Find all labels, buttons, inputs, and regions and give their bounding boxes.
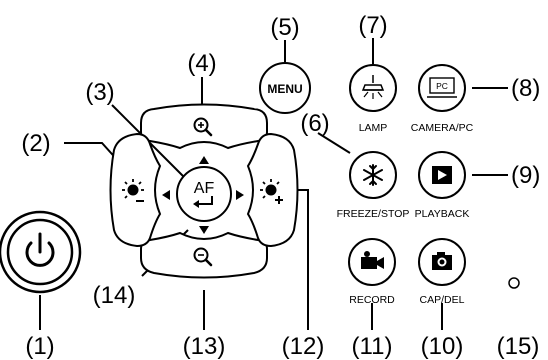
power-button[interactable] [0,210,82,294]
freeze-stop-label: FREEZE/STOP [337,208,410,220]
lamp-label: LAMP [359,122,388,134]
callout-8: (8) [511,75,540,102]
callout-12: (12) [282,333,325,360]
menu-button[interactable]: MENU [259,62,311,114]
zoom-in-icon [193,117,213,137]
camera-pc-label: CAMERA/PC [411,122,474,134]
zoom-out-button[interactable] [140,231,268,279]
camera-icon [432,252,452,270]
lamp-button[interactable] [349,64,397,112]
callout-15: (15) [497,333,540,360]
callout-numbers: (1) (2) (3) (4) (5) (6) (7) (8) (9) (10)… [21,12,540,360]
capture-delete-button[interactable] [418,238,466,286]
power-icon [25,232,55,267]
arrow-down-icon [199,226,209,234]
callout-14: (14) [93,282,136,309]
pc-screen-label: PC [436,81,448,91]
playback-button[interactable] [418,151,466,199]
callout-5: (5) [270,14,299,41]
callout-11: (11) [352,333,393,360]
enter-icon [193,196,213,208]
autofocus-enter-button[interactable]: AF [176,166,232,222]
record-button[interactable] [348,238,396,286]
record-label: RECORD [349,294,395,306]
brightness-up-button[interactable] [246,132,299,248]
af-label: AF [194,180,215,197]
brightness-down-icon [122,179,144,202]
callout-1: (1) [25,333,54,360]
playback-label: PLAYBACK [415,208,470,220]
callout-3: (3) [85,79,114,106]
zoom-out-icon [193,247,213,267]
arrow-right-icon [236,190,244,200]
freeze-stop-button[interactable] [349,151,397,199]
callout-9: (9) [511,162,540,189]
cap-del-label: CAP/DEL [420,294,465,306]
callout-2: (2) [21,130,50,157]
monitor-icon: PC [427,77,457,98]
direction-arrows [162,156,244,234]
arrow-up-icon [199,156,209,164]
lamp-icon [361,75,385,99]
callout-6: (6) [300,110,329,137]
callout-4: (4) [187,50,216,77]
video-camera-icon [361,251,384,269]
play-icon [432,166,452,184]
callout-13: (13) [183,333,226,360]
brightness-down-button[interactable] [109,132,162,248]
arrow-left-icon [162,190,170,200]
brightness-up-icon [260,179,283,204]
callout-10: (10) [421,333,464,360]
camera-pc-button[interactable]: PC [418,64,466,112]
zoom-in-button[interactable] [140,103,268,150]
menu-label: MENU [267,82,302,96]
indicator-led-icon [508,277,520,289]
callout-7: (7) [358,12,387,39]
snowflake-icon [363,164,383,186]
